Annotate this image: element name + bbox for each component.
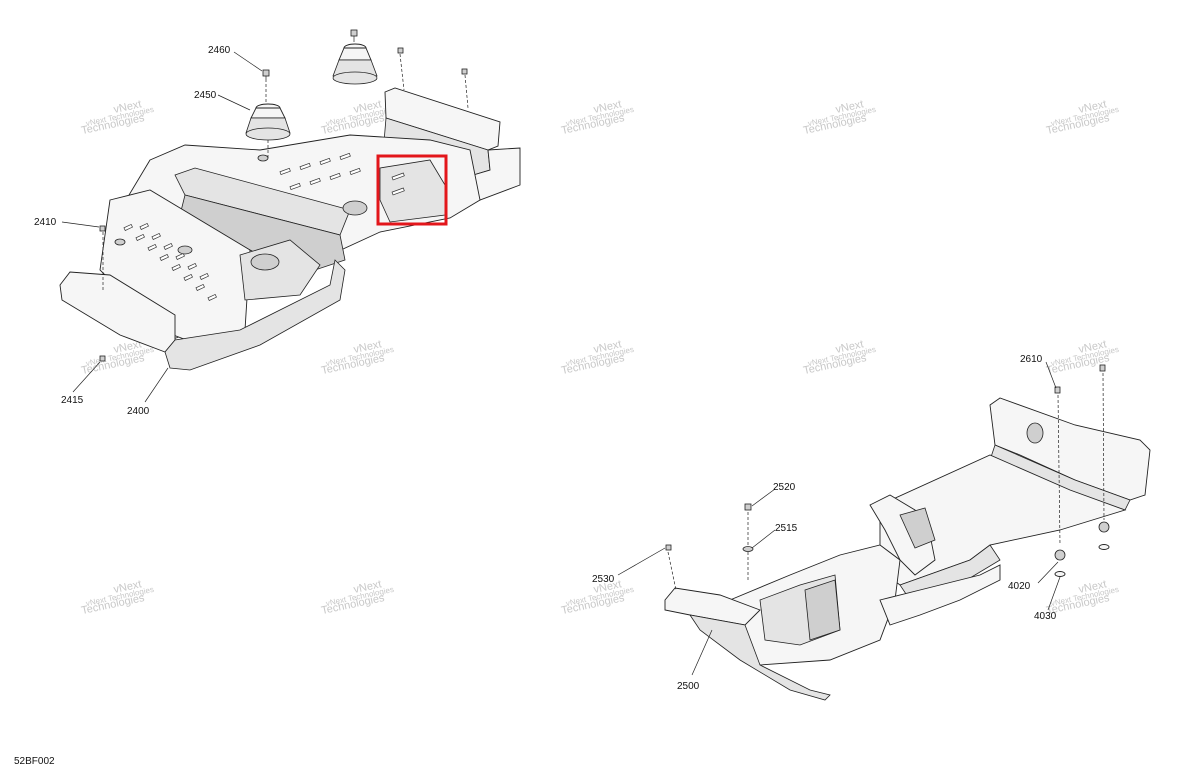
screws-upper bbox=[99, 29, 468, 362]
watermark-line1: vNext bbox=[353, 98, 383, 116]
cap-2460 bbox=[332, 43, 378, 85]
footwell-slots bbox=[123, 222, 217, 301]
watermark-line1: vNext bbox=[1078, 338, 1108, 356]
watermark-line1: vNext bbox=[593, 338, 623, 356]
hardware-lower bbox=[665, 364, 1110, 591]
watermark-line1: vNext bbox=[113, 338, 143, 356]
watermark-line1: vNext bbox=[353, 578, 383, 596]
callout-4020[interactable]: 4020 bbox=[1008, 581, 1031, 592]
callout-2460[interactable]: 2460 bbox=[208, 45, 231, 56]
cap-2450 bbox=[245, 103, 291, 141]
callout-labels: 2460 2450 2410 2415 2400 2610 2520 2515 … bbox=[34, 45, 1057, 692]
deck-slots bbox=[279, 152, 405, 196]
callout-2415[interactable]: 2415 bbox=[61, 395, 84, 406]
floor-assembly-lower bbox=[664, 364, 1151, 701]
watermark-line1: vNext bbox=[353, 338, 383, 356]
callout-2500[interactable]: 2500 bbox=[677, 681, 700, 692]
callout-2515[interactable]: 2515 bbox=[775, 523, 798, 534]
watermark-line1: vNext bbox=[1078, 578, 1108, 596]
watermark-line1: vNext bbox=[593, 578, 623, 596]
callout-2520[interactable]: 2520 bbox=[773, 482, 796, 493]
watermark-line1: vNext bbox=[113, 98, 143, 116]
callout-2530[interactable]: 2530 bbox=[592, 574, 615, 585]
watermark-line1: vNext bbox=[835, 338, 865, 356]
highlight-box[interactable] bbox=[376, 154, 448, 226]
leader-lines bbox=[61, 51, 1061, 676]
callout-2610[interactable]: 2610 bbox=[1020, 354, 1043, 365]
watermark-line1: vNext bbox=[593, 98, 623, 116]
floor-assembly-upper bbox=[59, 29, 521, 371]
callout-4030[interactable]: 4030 bbox=[1034, 611, 1057, 622]
callout-2410[interactable]: 2410 bbox=[34, 217, 57, 228]
watermark-line1: vNext bbox=[113, 578, 143, 596]
callout-2450[interactable]: 2450 bbox=[194, 90, 217, 101]
watermark-line1: vNext bbox=[1078, 98, 1108, 116]
callout-2400[interactable]: 2400 bbox=[127, 406, 150, 417]
diagram-code: 52BF002 bbox=[14, 756, 55, 767]
watermark-line1: vNext bbox=[835, 98, 865, 116]
